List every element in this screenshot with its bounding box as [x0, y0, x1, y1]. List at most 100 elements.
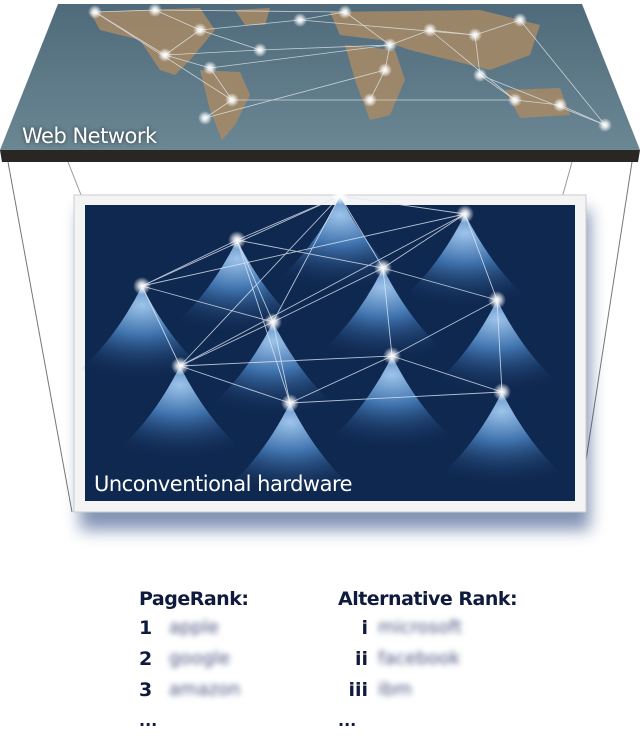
hardware-node — [488, 291, 506, 309]
peak — [422, 300, 572, 395]
hardware-node — [331, 187, 349, 205]
map-edge — [204, 69, 386, 119]
map-node — [508, 93, 522, 107]
map-node — [378, 63, 392, 77]
hardware-node — [383, 347, 401, 365]
hardware-edge — [272, 267, 384, 323]
blurred-name: facebook — [378, 648, 461, 669]
hardware-edge — [272, 321, 291, 404]
map-node — [553, 98, 567, 112]
blurred-name: microsoft — [378, 617, 462, 638]
map-edge — [344, 11, 391, 46]
hardware-edge — [179, 195, 341, 367]
map-edge — [479, 74, 516, 101]
peak — [317, 356, 467, 451]
map-edge — [299, 19, 476, 36]
alternative-rank-title: Alternative Rank: — [338, 588, 518, 610]
map-node — [423, 23, 437, 37]
map-edge — [94, 9, 156, 13]
map-node — [158, 48, 172, 62]
map-node — [473, 68, 487, 82]
peak — [308, 268, 458, 363]
hardware-node — [133, 277, 151, 295]
blurred-name: apple — [169, 617, 219, 638]
hardware-node — [228, 231, 246, 249]
hardware-edge — [496, 299, 503, 393]
unconventional-hardware-label: Unconventional hardware — [94, 472, 353, 496]
blurred-name: google — [169, 648, 230, 669]
peak — [427, 392, 577, 487]
hardware-node — [264, 313, 282, 331]
hardware-edge — [141, 285, 181, 367]
hardware-edge — [339, 195, 384, 269]
hardware-edge — [289, 355, 393, 404]
hardware-edge — [141, 213, 466, 287]
map-edge — [164, 49, 261, 56]
hardware-node — [171, 357, 189, 375]
hardware-edge — [382, 267, 393, 357]
map-edge — [259, 44, 391, 51]
hardware-edge — [179, 365, 291, 404]
map-edge — [299, 11, 346, 21]
map-node — [338, 5, 352, 19]
map-node — [88, 5, 102, 19]
peaks — [67, 196, 577, 498]
hardware-edge — [236, 239, 291, 404]
map-node — [193, 23, 207, 37]
map-edge — [209, 44, 391, 69]
blurred-name: ibm — [378, 679, 412, 700]
connector-line-left — [7, 161, 73, 513]
hardware-node — [456, 205, 474, 223]
map-edge — [199, 29, 261, 51]
peak — [390, 214, 540, 309]
map-edge — [154, 9, 201, 31]
hardware-edge — [339, 195, 466, 215]
map-node — [468, 28, 482, 42]
map-edge — [429, 29, 516, 101]
hardware-edge — [464, 213, 498, 301]
map-node — [598, 118, 612, 132]
hardware-edge — [179, 321, 274, 367]
map-edge — [479, 74, 606, 126]
blurred-name: amazon — [169, 679, 241, 700]
hardware-edge — [391, 355, 503, 393]
hardware-node — [374, 259, 392, 277]
hardware-edge — [272, 195, 341, 323]
hardware-edge — [141, 239, 238, 287]
hardware-edge — [141, 285, 274, 323]
peak — [105, 366, 255, 461]
more-ellipsis: ... — [139, 711, 158, 730]
map-node — [225, 93, 239, 107]
hardware-edge — [236, 239, 274, 323]
hardware-node — [493, 383, 511, 401]
more-ellipsis: ... — [338, 711, 357, 730]
hardware-edge — [382, 267, 498, 301]
map-edge — [389, 29, 431, 46]
map-node — [148, 3, 162, 17]
map-edge — [164, 29, 201, 56]
web-network-label: Web Network — [22, 124, 157, 148]
hardware-node — [281, 394, 299, 412]
web-network-map — [0, 3, 640, 162]
hardware-edge — [179, 213, 466, 367]
map-edge — [164, 54, 211, 69]
map-edge — [474, 19, 521, 36]
peak — [215, 403, 365, 498]
map-node — [293, 13, 307, 27]
map-node — [253, 43, 267, 57]
map-node — [513, 13, 527, 27]
peak — [162, 240, 312, 335]
pagerank-title: PageRank: — [139, 588, 249, 610]
map-edge — [199, 19, 301, 31]
hardware-edge — [289, 391, 503, 404]
map-node — [203, 61, 217, 75]
